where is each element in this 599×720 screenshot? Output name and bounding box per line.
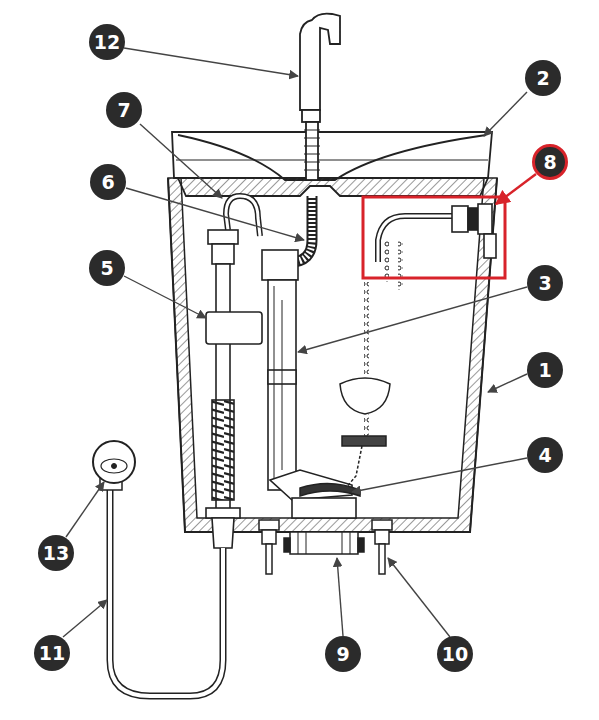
drawing-stroke (298, 532, 350, 554)
drawing-stroke (259, 520, 279, 530)
drawing-stroke (262, 530, 276, 544)
drawing-stroke (168, 178, 497, 532)
callout-number: 12 (89, 24, 125, 60)
drawing-stroke (124, 48, 298, 76)
drawing-stroke (101, 459, 127, 473)
drawing-stroke (292, 498, 356, 518)
tank-lid (172, 132, 492, 196)
flush-button (300, 14, 340, 180)
drawing-stroke (375, 530, 389, 544)
drawing-stroke (290, 532, 358, 554)
drawing-stroke (208, 230, 238, 244)
drawing-stroke (168, 178, 497, 532)
callout-number: 8 (532, 144, 568, 180)
callout-number: 5 (89, 250, 125, 286)
drawing-stroke (302, 110, 320, 122)
callout-number: 1 (527, 352, 563, 388)
drawing-stroke (484, 234, 496, 258)
drawing-stroke (300, 14, 340, 110)
drawing-stroke (266, 544, 272, 574)
drawing-stroke (140, 124, 222, 198)
drawing-stroke (206, 508, 240, 518)
drawing-stroke (66, 482, 104, 537)
drawing-stroke (212, 400, 234, 500)
drawing-stroke (212, 518, 234, 548)
drawing-stroke (337, 558, 343, 636)
drawing-stroke (206, 312, 262, 344)
drawing-stroke (172, 132, 492, 178)
drawing-stroke (212, 244, 234, 264)
drawing-stroke (284, 538, 364, 552)
callout-number: 4 (527, 437, 563, 473)
callout-number: 13 (38, 535, 74, 571)
drawing-stroke (379, 544, 385, 574)
callout-number: 11 (34, 635, 70, 671)
callout-number: 9 (325, 636, 361, 672)
drawing-stroke (176, 160, 488, 161)
drawing-stroke (112, 464, 117, 469)
drawing-stroke (478, 204, 492, 234)
drawing-stroke (274, 286, 282, 480)
callout-number: 6 (90, 164, 126, 200)
drawing-stroke (378, 216, 458, 262)
drawing-stroke (364, 282, 369, 374)
drawing-stroke (452, 206, 468, 232)
drawing-stroke (178, 135, 486, 180)
callout-number: 2 (525, 60, 561, 96)
drawing-stroke (468, 208, 478, 230)
drawing-stroke (306, 122, 318, 180)
lever-assembly (363, 197, 505, 290)
remote-hose (93, 441, 223, 696)
tank-bottom-parts (259, 520, 392, 574)
drawing-stroke (340, 378, 390, 414)
flapper-chain (300, 282, 390, 496)
drawing-stroke (304, 130, 320, 170)
drawing-stroke (352, 458, 527, 492)
drawing-stroke (488, 374, 527, 392)
callout-number: 7 (106, 92, 142, 128)
drawing-stroke (372, 520, 392, 530)
drawing-stroke (342, 436, 386, 446)
drawing-stroke (384, 240, 389, 282)
highlight-arrow (496, 174, 536, 204)
drawing-stroke (298, 287, 527, 352)
drawing-stroke (378, 216, 458, 262)
drawing-stroke (110, 490, 223, 696)
drawing-stroke (388, 558, 450, 637)
callout-number: 10 (437, 636, 473, 672)
drawing-stroke (110, 490, 223, 696)
fill-valve (206, 230, 262, 548)
drawing-stroke (364, 414, 369, 436)
drawing-stroke (484, 92, 527, 136)
drawing-stroke (262, 250, 298, 280)
tank-body (168, 178, 497, 532)
drawing-stroke (300, 483, 360, 496)
drawing-stroke (124, 276, 206, 318)
drawing-stroke (344, 446, 362, 490)
drawing-stroke (178, 178, 488, 196)
drawing-stroke (126, 188, 304, 240)
drawing-stroke (398, 240, 403, 290)
drawing-stroke (268, 280, 296, 490)
drawing-stroke (363, 197, 505, 278)
drawing-stroke (93, 441, 135, 483)
drawing-stroke (63, 600, 107, 637)
leader-lines (63, 48, 527, 637)
callout-number: 3 (527, 265, 563, 301)
